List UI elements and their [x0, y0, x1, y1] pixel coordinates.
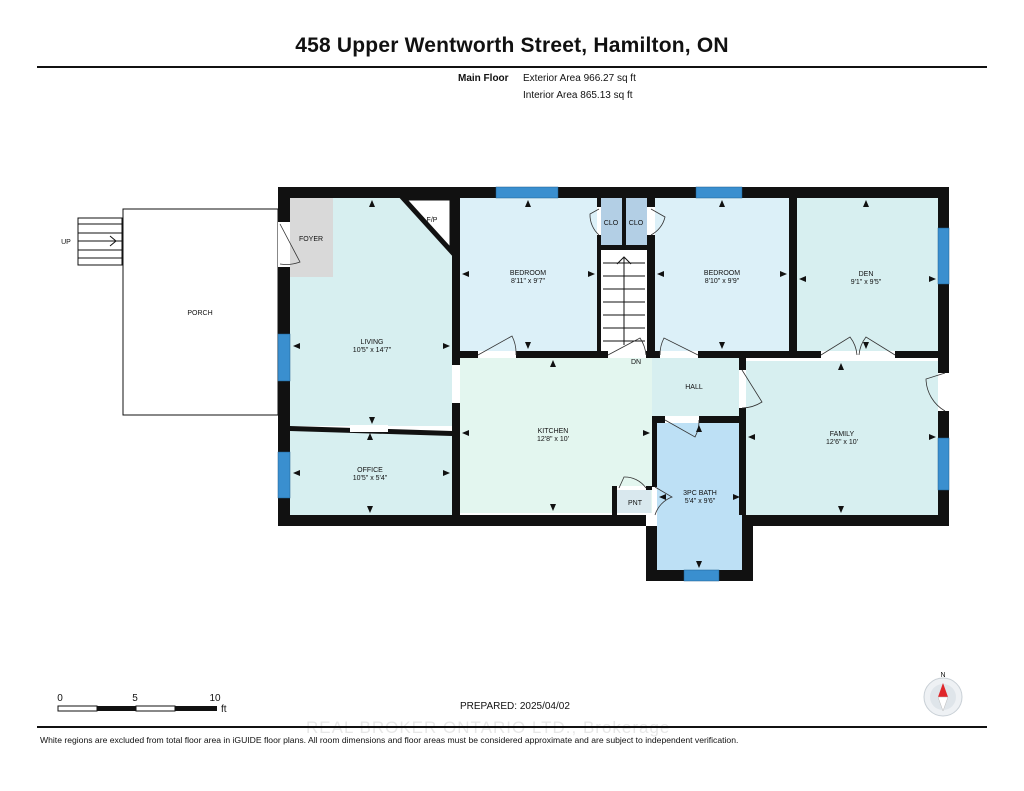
bedroom1-label: BEDROOM [510, 270, 546, 277]
kitchen-dims: 12'8" x 10' [537, 436, 569, 443]
interior-area: Interior Area 865.13 sq ft [523, 90, 633, 101]
compass-north-label: N [940, 672, 945, 679]
porch-stairs [77, 217, 123, 266]
stair-down-label: DN [631, 359, 641, 366]
compass-icon: N [923, 672, 963, 717]
pantry-area [617, 490, 651, 513]
pantry-label: PNT [628, 500, 643, 507]
office-dims: 10'5" x 5'4" [353, 475, 388, 482]
living-dims: 10'5" x 14'7" [353, 347, 392, 354]
scale-tick-5: 5 [132, 693, 138, 704]
scale-tick-10: 10 [209, 693, 221, 704]
scale-bar: 0 5 10 ft [57, 693, 227, 715]
windows [277, 186, 950, 582]
family-area [746, 361, 938, 515]
exterior-area: Exterior Area 966.27 sq ft [523, 73, 636, 84]
fireplace-label: F/P [427, 217, 438, 224]
floor-name: Main Floor [458, 73, 509, 84]
family-dims: 12'6" x 10' [826, 439, 858, 446]
scale-tick-0: 0 [57, 693, 63, 704]
hall-area [652, 358, 739, 416]
closet1-area [601, 198, 622, 245]
office-area [290, 431, 452, 515]
door-openings [278, 207, 949, 515]
family-label: FAMILY [830, 431, 855, 438]
bedroom2-dims: 8'10" x 9'9" [705, 278, 740, 285]
porch-label: PORCH [187, 310, 212, 317]
den-dims: 9'1" x 9'5" [851, 279, 882, 286]
foyer-area [290, 198, 333, 277]
bedroom2-label: BEDROOM [704, 270, 740, 277]
dimension-markers [293, 200, 936, 568]
bath-dims: 5'4" x 9'6" [685, 498, 716, 505]
page-title: 458 Upper Wentworth Street, Hamilton, ON [295, 34, 729, 57]
foyer-label: FOYER [299, 236, 323, 243]
closet1-label: CLO [604, 220, 619, 227]
stair-up-label: UP [61, 239, 71, 246]
bath-label: 3PC BATH [683, 490, 717, 497]
interior-stairs [603, 256, 645, 345]
den-label: DEN [859, 271, 874, 278]
den-area [797, 198, 938, 351]
living-label: LIVING [361, 339, 384, 346]
prepared-date: PREPARED: 2025/04/02 [460, 701, 570, 712]
porch [122, 208, 279, 416]
door-swings [279, 208, 946, 516]
header-rule [37, 66, 987, 68]
disclaimer: White regions are excluded from total fl… [40, 735, 739, 745]
closet2-label: CLO [629, 220, 644, 227]
bedroom2-area [655, 198, 789, 351]
kitchen-label: KITCHEN [538, 428, 569, 435]
scale-unit: ft [221, 704, 227, 715]
hall-label: HALL [685, 384, 703, 391]
bedroom1-area [460, 198, 597, 351]
office-label: OFFICE [357, 467, 383, 474]
bedroom1-dims: 8'11" x 9'7" [511, 278, 545, 285]
footer-rule [37, 726, 987, 728]
closet2-area [626, 198, 647, 245]
